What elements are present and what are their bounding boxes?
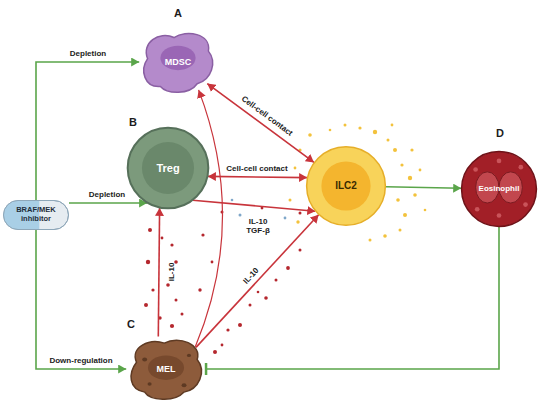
node-text: BRAF/MEK inhibitor (8, 206, 64, 223)
edge-label: Depletion (89, 190, 125, 199)
treg-cell: Treg (126, 126, 210, 210)
edge-label: Cell-cell contact (240, 94, 295, 138)
effect-arrow (36, 62, 139, 200)
node-text-wrap: MDSC (138, 28, 218, 96)
node-text-wrap: ILC2 (305, 145, 387, 227)
edge-label: Depletion (70, 49, 106, 58)
panel-letter: B (129, 116, 137, 129)
edge-label: IL-10 TGF-β (241, 217, 275, 235)
node-text: Treg (156, 162, 179, 175)
ilc2-cell: ILC2 (305, 145, 387, 227)
node-text: Eosinophil (479, 184, 520, 193)
interaction-arrow (193, 200, 315, 211)
interaction-arrow (196, 215, 319, 348)
mdsc-cell: MDSC (138, 28, 218, 96)
effect-arrow (69, 202, 147, 204)
node-text-wrap: Eosinophil (460, 150, 538, 228)
edge-label: Cell-cell contact (226, 164, 287, 173)
panel-letter: D (496, 127, 504, 140)
effect-arrow (36, 230, 126, 369)
edge-label: Down-regulation (49, 356, 112, 365)
edge-label: IL-10 (241, 266, 260, 286)
drug-pill: BRAF/MEK inhibitor (3, 200, 69, 230)
panel-letter: A (174, 7, 182, 20)
node-text-wrap: BRAF/MEK inhibitor (3, 200, 69, 230)
node-text: MDSC (165, 57, 192, 67)
melanoma-cell: MEL (125, 335, 207, 403)
interaction-arrow (195, 90, 222, 347)
node-text: MEL (157, 364, 176, 374)
interaction-arrow (158, 208, 159, 337)
eosinophil-cell: Eosinophil (460, 150, 538, 228)
interaction-arrow (207, 84, 314, 163)
effect-arrow (386, 187, 461, 189)
node-text: ILC2 (335, 180, 357, 192)
interaction-arrow (208, 176, 307, 177)
panel-letter: C (127, 318, 135, 331)
node-text-wrap: Treg (126, 126, 210, 210)
effect-arrow (206, 227, 499, 369)
edge-label: IL-10 (167, 263, 176, 282)
node-text-wrap: MEL (125, 335, 207, 403)
